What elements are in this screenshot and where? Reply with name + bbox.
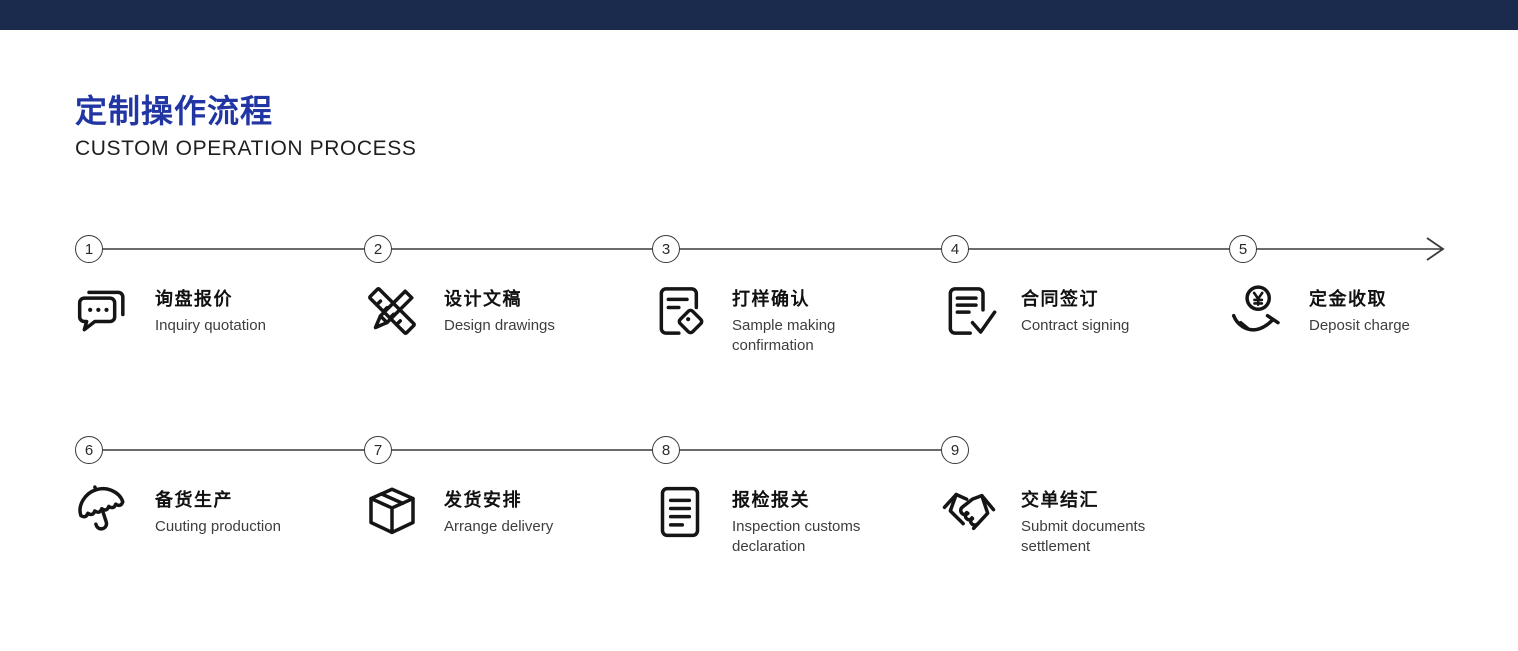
step-title-en: Contract signing [1021, 317, 1130, 334]
timeline-row-2: 6 备货生产 Cuuting production 7 [75, 436, 1475, 606]
step-number-badge: 9 [941, 436, 969, 464]
step-title-cn: 打样确认 [732, 289, 810, 309]
step-number-badge: 5 [1229, 235, 1257, 263]
step-number-badge: 3 [652, 235, 680, 263]
document-check-icon [941, 283, 997, 339]
step-title-cn: 备货生产 [155, 490, 233, 510]
step-title-en: Deposit charge [1309, 317, 1410, 334]
step-title-cn: 报检报关 [732, 490, 810, 510]
step-number-badge: 2 [364, 235, 392, 263]
step-title-en: Submit documents settlement [1021, 518, 1146, 555]
step-title-cn: 发货安排 [444, 490, 522, 510]
timeline-line-arrow-icon [89, 237, 1445, 261]
umbrella-icon [75, 484, 131, 540]
step-title-cn: 合同签订 [1021, 289, 1099, 309]
step-title-en: Cuuting production [155, 518, 281, 535]
step-title-cn: 设计文稿 [444, 289, 522, 309]
chat-bubbles-icon [75, 283, 131, 339]
step-title-en: Arrange delivery [444, 518, 554, 535]
step-title-en: Inspection customs declaration [732, 518, 861, 555]
timeline-row-1: 1 询盘报价 Inquiry quotation 2 [75, 235, 1475, 405]
step-title-cn: 询盘报价 [155, 289, 233, 309]
step-title-en: Sample making confirmation [732, 317, 836, 354]
step-title-cn: 定金收取 [1309, 289, 1387, 309]
document-tag-icon [652, 283, 708, 339]
handshake-icon [941, 484, 997, 540]
step-number-badge: 7 [364, 436, 392, 464]
page-title: 定制操作流程 [75, 93, 274, 129]
step-title-en: Inquiry quotation [155, 317, 266, 334]
step-number-badge: 1 [75, 235, 103, 263]
step-title-cn: 交单结汇 [1021, 490, 1099, 510]
step-number-badge: 6 [75, 436, 103, 464]
step-number-badge: 4 [941, 235, 969, 263]
timeline-line [89, 449, 955, 451]
hand-coin-icon [1229, 283, 1285, 339]
package-icon [364, 484, 420, 540]
step-number-badge: 8 [652, 436, 680, 464]
ruler-pencil-icon [364, 283, 420, 339]
document-lines-icon [652, 484, 708, 540]
page-subtitle: CUSTOM OPERATION PROCESS [75, 137, 417, 160]
step-title-en: Design drawings [444, 317, 555, 334]
top-banner [0, 0, 1518, 30]
